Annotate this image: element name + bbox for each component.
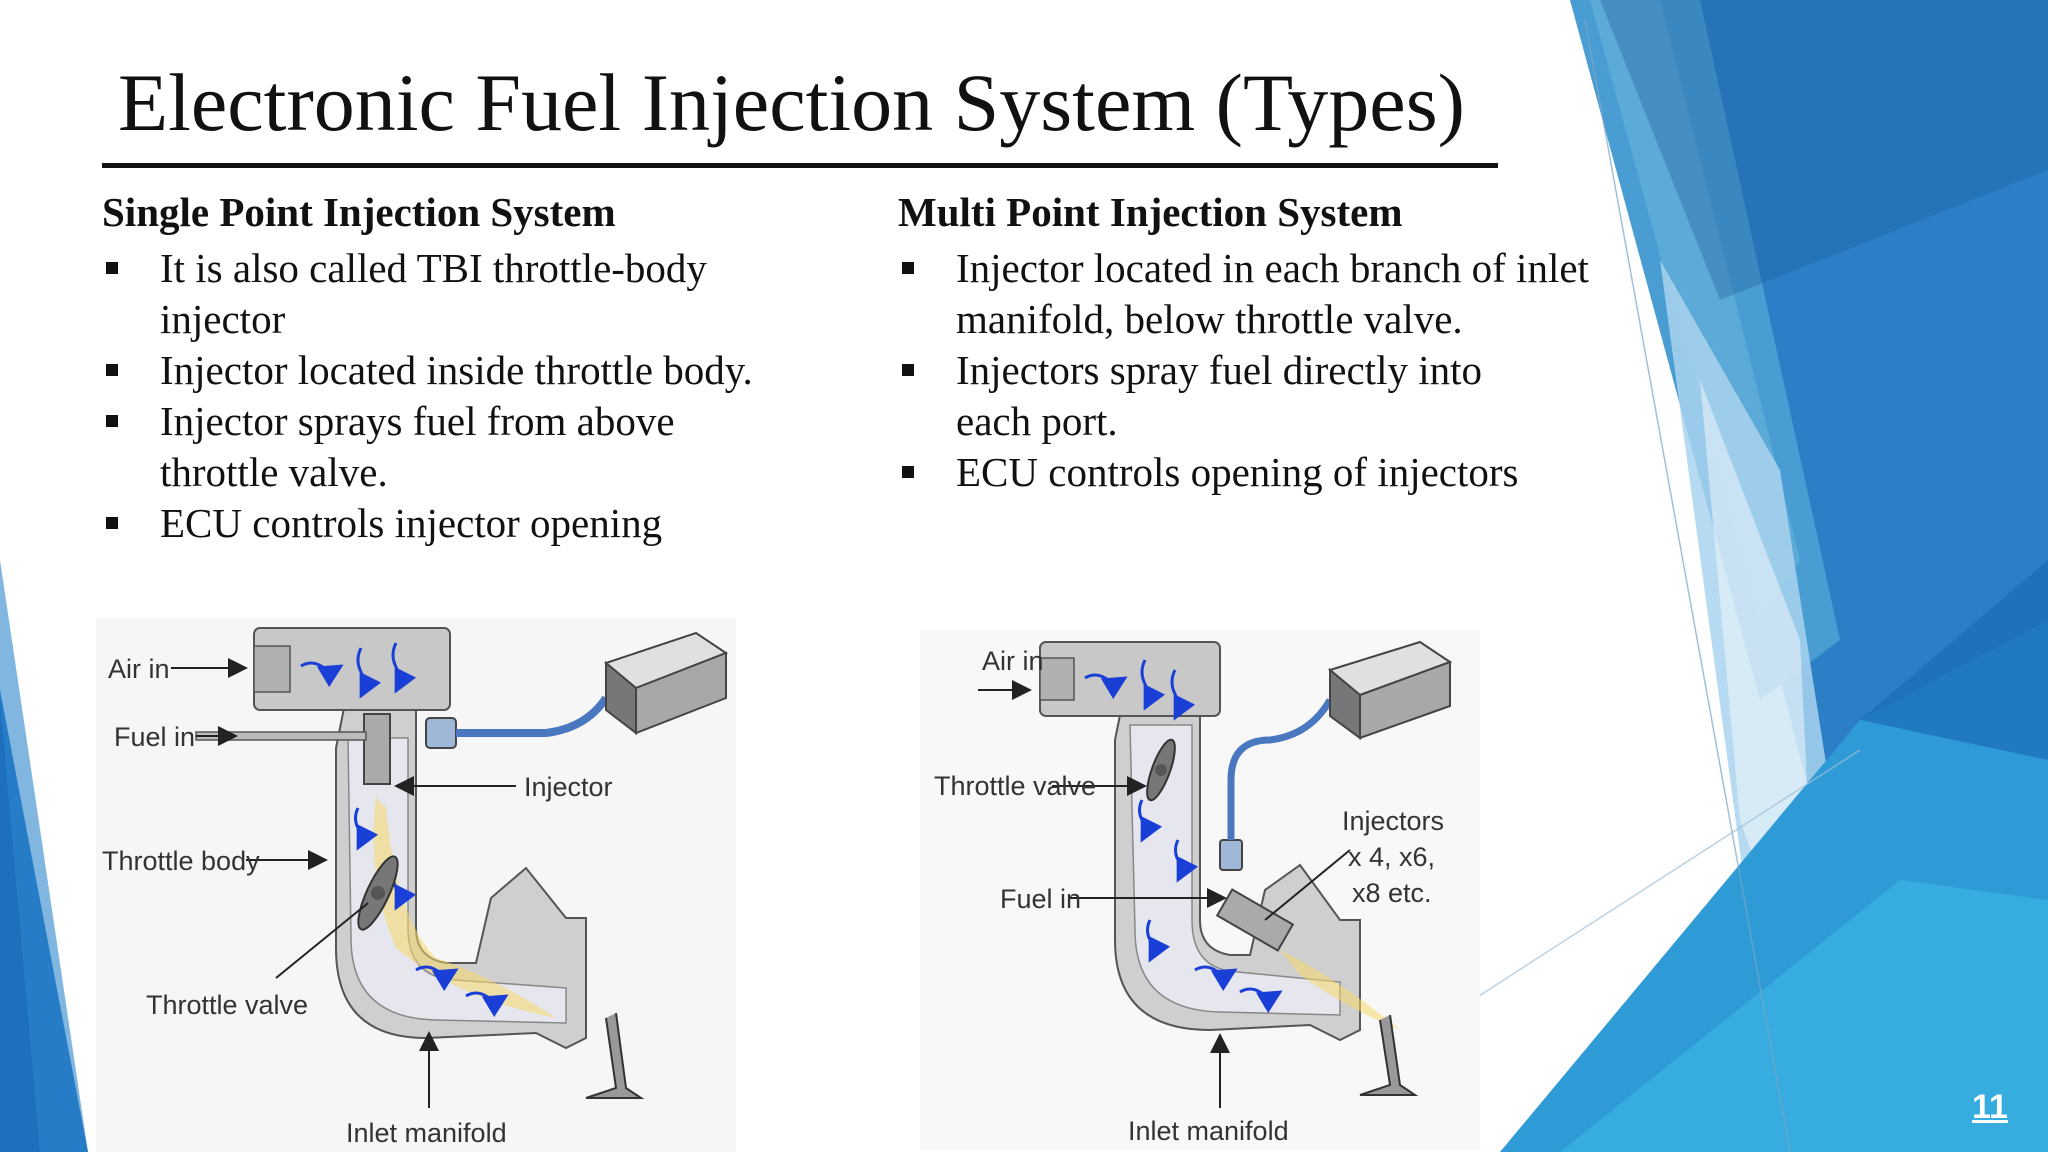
- label-inlet-manifold: Inlet manifold: [346, 1118, 507, 1148]
- air-flow-arrow: [1170, 669, 1196, 721]
- label-inlet-manifold: Inlet manifold: [1128, 1116, 1289, 1146]
- bullet-text: Injector located in each branch of inlet…: [956, 245, 1589, 343]
- throttle-spindle: [371, 886, 385, 900]
- label-injectors-count: x 4, x6,: [1348, 842, 1435, 872]
- list-item: Injectors spray fuel directly into each …: [898, 345, 1556, 447]
- multi-point-bullets: Injector located in each branch of inlet…: [898, 243, 1678, 498]
- label-fuel-in: Fuel in: [114, 722, 195, 752]
- ecu-box-front: [635, 651, 727, 735]
- bullet-text: ECU controls injector opening: [160, 500, 663, 547]
- slide-title: Electronic Fuel Injection System (Types): [118, 57, 1465, 148]
- bullet-text: ECU controls opening of injectors: [956, 449, 1519, 496]
- square-bullet-icon: [902, 364, 914, 377]
- air-flow-arrow: [1239, 987, 1283, 1014]
- multi-point-heading: Multi Point Injection System: [898, 189, 1403, 235]
- air-inlet: [1039, 657, 1075, 701]
- square-bullet-icon: [106, 262, 118, 275]
- air-flow-arrow: [1138, 799, 1163, 843]
- air-flow-arrow: [300, 661, 344, 688]
- label-throttle-valve: Throttle valve: [146, 990, 308, 1020]
- page-number: 11: [1972, 1088, 2008, 1126]
- air-flow-arrow: [354, 807, 379, 851]
- thin-diagonal-line-2: [1464, 749, 1861, 1006]
- bullet-text: Injector located inside throttle body.: [160, 347, 753, 394]
- list-item: Injector located inside throttle body.: [102, 345, 862, 396]
- list-item: ECU controls opening of injectors: [898, 447, 1678, 498]
- injector-body: [363, 713, 391, 785]
- single-point-column: Single Point Injection System It is also…: [102, 188, 862, 549]
- air-flow-arrow: [1194, 965, 1238, 992]
- list-item: Injector sprays fuel from above throttle…: [102, 396, 760, 498]
- title-underline: [102, 163, 1498, 168]
- fuel-spray: [373, 798, 556, 1018]
- label-injector: Injector: [524, 772, 613, 802]
- ecu-wire: [1227, 698, 1334, 840]
- fuel-spray: [1280, 950, 1400, 1030]
- manifold-bore: [1129, 724, 1341, 1016]
- list-item: It is also called TBI throttle-body inje…: [102, 243, 760, 345]
- right-shape-bottom-2: [1560, 880, 2048, 1152]
- thin-diagonal-line: [1584, 19, 1791, 1152]
- air-flow-arrow: [1146, 919, 1171, 963]
- square-bullet-icon: [902, 466, 914, 479]
- bullet-text: Injectors spray fuel directly into each …: [956, 347, 1482, 445]
- label-fuel-in: Fuel in: [1000, 884, 1081, 914]
- air-flow-arrow: [391, 642, 417, 694]
- bullet-text: It is also called TBI throttle-body inje…: [160, 245, 707, 343]
- square-bullet-icon: [106, 364, 118, 377]
- label-air-in: Air in: [108, 654, 170, 684]
- throttle-spindle: [1155, 764, 1167, 776]
- leader-injectors: [1264, 849, 1351, 921]
- air-inlet: [253, 645, 291, 693]
- single-point-diagram: Air in Fuel in Injector Throttle body Th…: [96, 618, 736, 1152]
- list-item: ECU controls injector opening: [102, 498, 862, 549]
- label-throttle-valve: Throttle valve: [934, 771, 1096, 801]
- single-point-heading: Single Point Injection System: [102, 189, 616, 235]
- inlet-valve: [1359, 1014, 1419, 1096]
- leader-throttle-valve: [275, 902, 369, 979]
- right-shape-top: [1600, 0, 2048, 300]
- air-flow-arrow: [1174, 839, 1199, 883]
- single-point-bullets: It is also called TBI throttle-body inje…: [102, 243, 862, 549]
- right-shape-bottom-3: [1860, 560, 2048, 760]
- air-flow-arrow: [415, 965, 459, 992]
- label-throttle-body: Throttle body: [102, 846, 260, 876]
- multi-point-diagram: Air in Throttle valve Fuel in Injectors …: [920, 630, 1480, 1150]
- label-injectors-etc: x8 etc.: [1352, 878, 1432, 908]
- square-bullet-icon: [902, 262, 914, 275]
- left-edge-shape-2: [0, 560, 88, 1152]
- square-bullet-icon: [106, 517, 118, 530]
- ecu-box-front: [1359, 660, 1451, 740]
- air-flow-arrow: [465, 991, 509, 1018]
- air-flow-arrow: [1140, 659, 1166, 711]
- injector-connector: [425, 717, 457, 749]
- inlet-valve: [585, 1012, 645, 1099]
- injector-connector: [1219, 839, 1243, 871]
- label-injectors: Injectors: [1342, 806, 1444, 836]
- multi-point-column: Multi Point Injection System Injector lo…: [898, 188, 1678, 498]
- list-item: Injector located in each branch of inlet…: [898, 243, 1606, 345]
- air-flow-arrow: [1084, 673, 1128, 700]
- ecu-wire: [456, 695, 610, 737]
- air-flow-arrow: [356, 647, 382, 699]
- square-bullet-icon: [106, 415, 118, 428]
- bullet-text: Injector sprays fuel from above throttle…: [160, 398, 675, 496]
- label-air-in: Air in: [982, 646, 1044, 676]
